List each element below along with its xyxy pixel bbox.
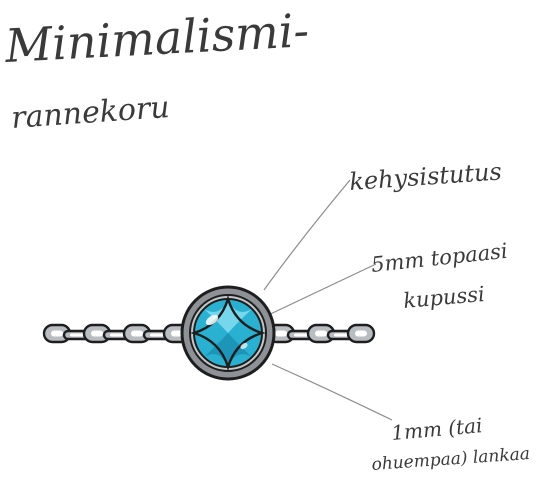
title-line-1: Minimalismi- — [3, 3, 311, 73]
label-wire-line-1: 1mm (tai — [390, 413, 483, 445]
topaz-cabochon-icon — [182, 287, 274, 379]
label-setting: kehysistutus — [348, 157, 502, 196]
chain-right — [268, 325, 374, 342]
title-line-2: rannekoru — [10, 90, 171, 136]
chain-left — [44, 325, 190, 342]
leader-line-cabochon — [262, 264, 376, 318]
leader-line-wire — [272, 364, 392, 420]
label-cabochon-line-1: 5mm topaasi — [370, 239, 509, 277]
chain-link — [348, 325, 374, 342]
label-wire-line-2: ohuempaa) lankaa — [371, 444, 531, 475]
label-cabochon-line-2: kupussi — [402, 282, 485, 313]
leader-line-setting — [264, 180, 350, 290]
